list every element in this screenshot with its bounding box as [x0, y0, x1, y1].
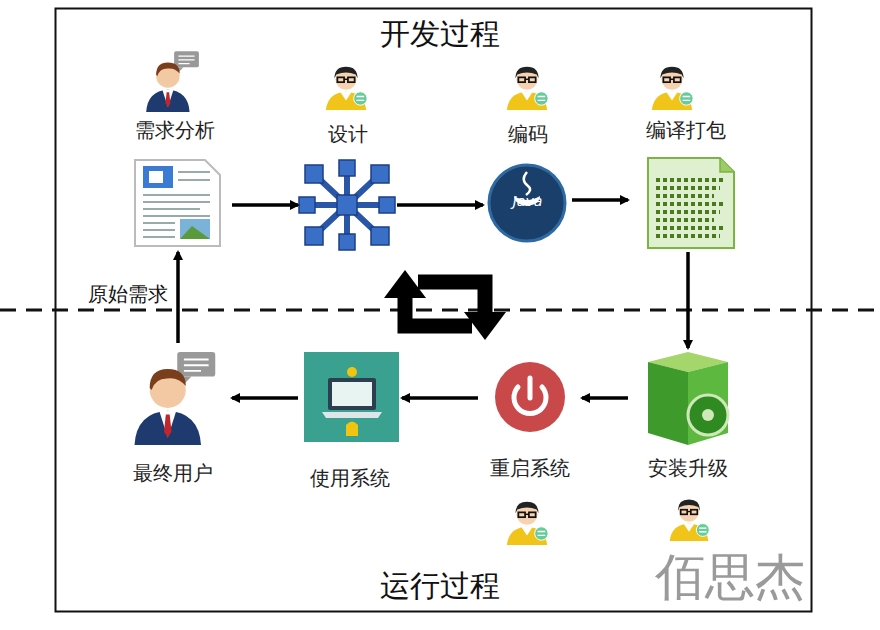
process-step: 编码 Java [485, 122, 570, 247]
flow-arrow [582, 396, 628, 400]
developer-icon [326, 67, 367, 110]
step-label: 编码 [485, 122, 570, 146]
process-step: 编译打包 [630, 118, 742, 250]
computer-icon [304, 352, 399, 442]
region-title: 运行过程 [380, 566, 500, 607]
flow-arrow [572, 198, 628, 202]
install-icon [648, 352, 728, 445]
developer-icon [507, 502, 548, 545]
developer-icon [652, 67, 693, 110]
design-icon [299, 160, 395, 250]
developer-icon [507, 67, 548, 110]
region-title: 开发过程 [380, 14, 500, 55]
user-icon [146, 51, 199, 112]
step-label: 安装升级 [630, 456, 745, 480]
process-step: 使用系统 [300, 350, 400, 490]
step-label: 设计 [300, 122, 395, 146]
process-step: 设计 [300, 122, 395, 250]
step-label: 使用系统 [300, 466, 400, 490]
process-step: 安装升级 [630, 350, 745, 480]
process-step: 最终用户 [115, 345, 230, 485]
document-icon [135, 160, 220, 246]
divider-line [0, 309, 880, 312]
developer-icon [670, 500, 710, 541]
flow-arrow [232, 396, 298, 400]
flow-arrow [176, 252, 180, 343]
step-label: 编译打包 [630, 118, 742, 142]
step-label: 最终用户 [115, 461, 230, 485]
binary-file-icon [648, 158, 734, 248]
flow-arrow [402, 396, 478, 400]
flow-arrow [686, 252, 690, 348]
cycle-symbol [384, 270, 506, 340]
flow-arrow [232, 203, 298, 207]
watermark: 佰思杰 [655, 544, 805, 611]
process-step: 重启系统 [480, 360, 580, 480]
step-label: 需求分析 [120, 118, 230, 142]
flow-arrow [397, 203, 483, 207]
power-icon [495, 362, 565, 432]
edge-label: 原始需求 [88, 281, 168, 308]
step-label: 重启系统 [480, 456, 580, 480]
process-step: 需求分析 [120, 118, 230, 250]
user-icon [135, 352, 216, 445]
logo-text: Java [485, 193, 570, 210]
